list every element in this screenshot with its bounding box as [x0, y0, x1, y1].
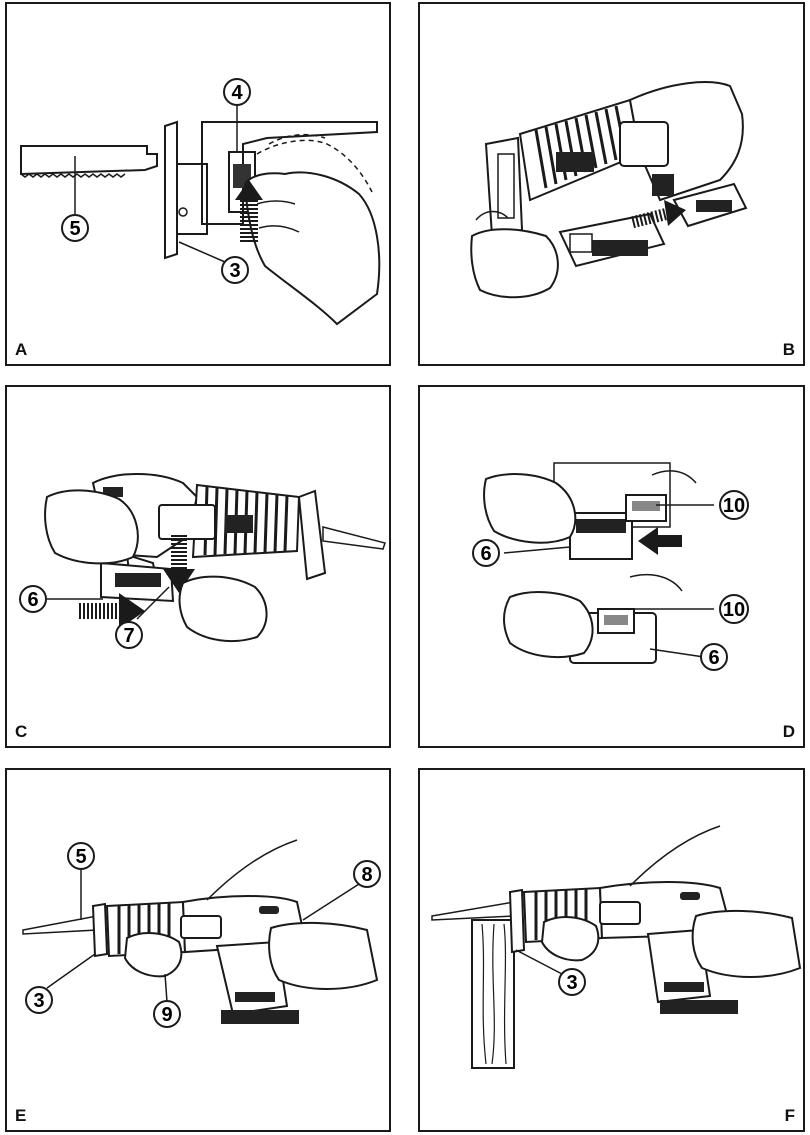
callout-6-top — [472, 539, 500, 567]
callout-5-label: 5 — [75, 846, 86, 868]
callout-5-label: 5 — [69, 218, 80, 240]
callout-6-top-label: 6 — [480, 543, 491, 565]
hand-icon — [483, 470, 697, 544]
callout-3 — [25, 986, 53, 1014]
callout-6-label: 6 — [27, 589, 38, 611]
arrow-left-icon — [638, 527, 682, 555]
callout-5 — [61, 214, 89, 242]
arrow-right-icon — [77, 593, 145, 629]
panel-f-illustration: 3 — [431, 825, 802, 1069]
battery-icon — [569, 512, 633, 560]
panel-c: 6 7 C — [5, 385, 391, 748]
panel-letter: E — [15, 1106, 27, 1125]
callout-3-label: 3 — [33, 990, 44, 1012]
wood-plank-icon — [471, 919, 515, 1069]
arrow-up-icon — [235, 180, 263, 244]
callout-8 — [353, 860, 381, 888]
panel-e-illustration: 5 8 3 9 — [22, 839, 381, 1028]
hand-icon — [44, 489, 268, 643]
panel-letter: F — [784, 1106, 795, 1125]
panel-a: 4 5 3 A — [5, 2, 391, 366]
arrow-down-icon — [163, 535, 195, 593]
battery-icon — [100, 561, 175, 603]
callout-4 — [223, 78, 251, 106]
panel-e: 5 8 3 9 E — [5, 768, 391, 1132]
callout-10-top — [719, 490, 749, 520]
hand-icon — [540, 825, 802, 978]
panel-f: 3 F — [418, 768, 805, 1132]
callout-10-top-label: 10 — [723, 495, 745, 517]
panel-d: 10 6 10 6 D — [418, 385, 805, 748]
panel-letter: A — [15, 340, 28, 359]
callout-8-label: 8 — [361, 864, 372, 886]
callout-10-bottom — [719, 594, 749, 624]
saw-blade-icon — [20, 145, 158, 178]
callout-3-label: 3 — [566, 972, 577, 994]
callout-6-bottom-label: 6 — [708, 647, 719, 669]
panel-b-illustration — [470, 81, 748, 299]
panel-letter: C — [15, 722, 28, 741]
callout-9-label: 9 — [161, 1004, 172, 1026]
reciprocating-saw-icon — [484, 81, 748, 238]
callout-3-label: 3 — [229, 260, 240, 282]
callout-10-bottom-label: 10 — [723, 599, 745, 621]
callout-5 — [67, 842, 95, 870]
callout-3 — [558, 968, 586, 996]
panel-b: B — [418, 2, 805, 366]
hand-icon — [243, 171, 381, 326]
panel-c-illustration: 6 7 — [19, 473, 386, 649]
callout-7-label: 7 — [123, 625, 134, 647]
arrow-right-icon — [631, 200, 686, 229]
hand-icon — [503, 573, 683, 659]
panel-a-illustration: 4 5 3 — [20, 78, 381, 326]
callout-7 — [115, 621, 143, 649]
callout-6-bottom — [700, 643, 728, 671]
panel-d-illustration: 10 6 10 6 — [472, 462, 749, 671]
hand-icon — [123, 839, 379, 990]
callout-4-label: 4 — [231, 82, 243, 104]
callout-9 — [153, 1000, 181, 1028]
callout-6 — [19, 585, 47, 613]
hand-icon — [470, 210, 559, 299]
panel-letter: B — [782, 340, 795, 359]
panel-letter: D — [782, 722, 795, 741]
callout-3 — [221, 256, 249, 284]
